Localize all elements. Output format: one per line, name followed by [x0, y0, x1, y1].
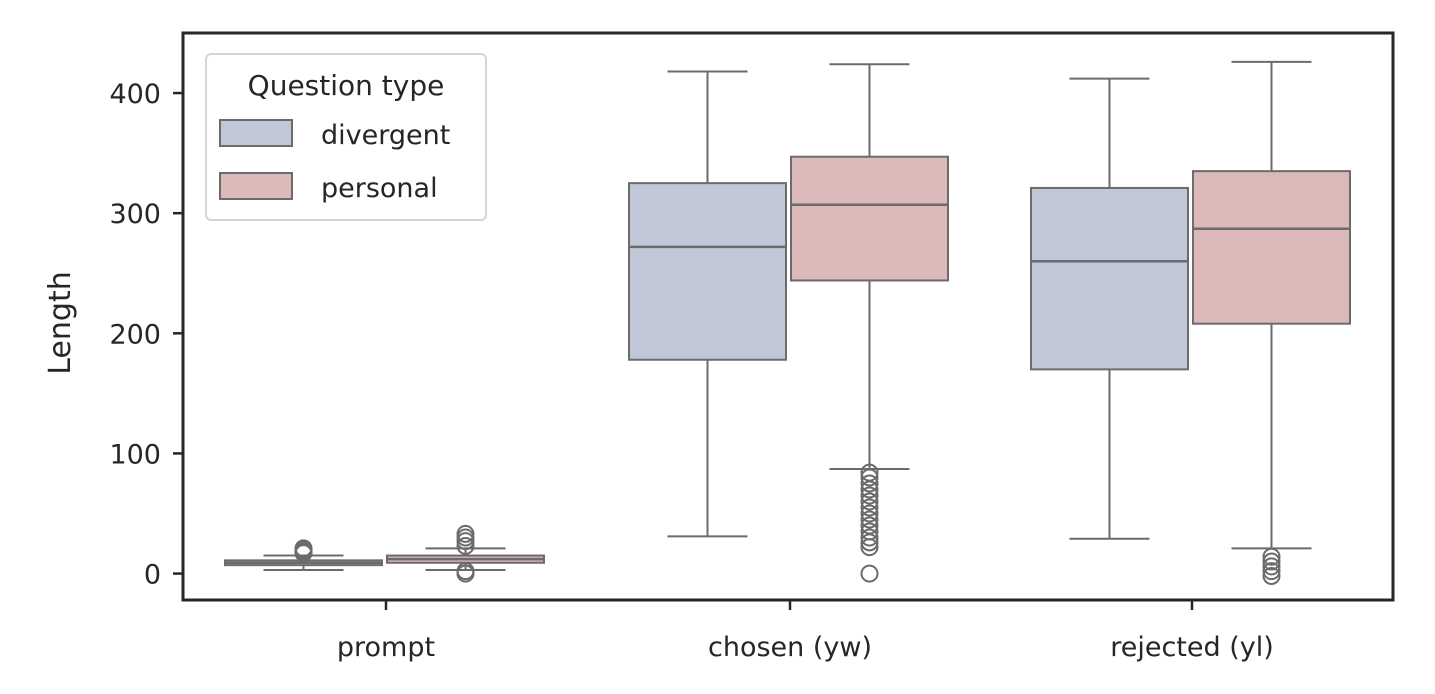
outlier-point — [860, 492, 879, 511]
outlier-point — [1262, 562, 1281, 581]
axes-frame — [181, 31, 1395, 602]
plot-area: 0 100 200 300 400 prompt chosen (yw) rejected (… — [109, 31, 1395, 663]
outlier-point — [860, 463, 879, 482]
x-tick-label: chosen (yw) — [708, 632, 872, 663]
box-personal-1 — [790, 63, 949, 583]
outlier-point — [860, 468, 879, 487]
outlier-point — [860, 522, 879, 541]
legend-label-personal: personal — [321, 173, 438, 204]
box-personal-2 — [1192, 60, 1351, 585]
box-divergent-1 — [628, 70, 787, 538]
outlier-point — [860, 510, 879, 529]
box-personal-0 — [386, 524, 545, 583]
box-iqr — [1192, 170, 1351, 325]
x-tick-label: prompt — [337, 632, 435, 663]
box-divergent-2 — [1030, 77, 1189, 540]
y-tick-label: 300 — [109, 199, 161, 230]
outlier-point — [860, 564, 879, 583]
outlier-point — [1262, 566, 1281, 585]
legend-title: Question type — [248, 69, 445, 102]
outlier-point — [860, 504, 879, 523]
y-tick-label: 400 — [109, 79, 161, 110]
outlier-point — [1262, 552, 1281, 571]
legend-label-divergent: divergent — [321, 120, 450, 151]
outlier-point — [860, 498, 879, 517]
outlier-point — [860, 528, 879, 547]
outlier-point — [860, 516, 879, 535]
legend-swatch-divergent — [219, 119, 293, 147]
legend: Question type divergent personal — [205, 53, 487, 221]
x-tick-label: rejected (yl) — [1110, 632, 1274, 663]
box-iqr — [1030, 186, 1189, 371]
box-divergent-0 — [224, 539, 383, 571]
y-axis-label: Length — [43, 271, 78, 374]
box-iqr — [628, 182, 787, 361]
outlier-point — [860, 486, 879, 505]
outlier-point — [1262, 557, 1281, 576]
y-tick-label: 200 — [109, 319, 161, 350]
y-tick-label: 100 — [109, 439, 161, 470]
y-tick-label: 0 — [144, 560, 161, 591]
outlier-point — [294, 539, 313, 558]
outlier-point — [1262, 547, 1281, 566]
box-iqr — [790, 155, 949, 282]
outlier-point — [456, 524, 475, 543]
outlier-point — [456, 562, 475, 581]
outlier-point — [456, 536, 475, 555]
outlier-point — [860, 474, 879, 493]
legend-swatch-personal — [219, 172, 293, 200]
